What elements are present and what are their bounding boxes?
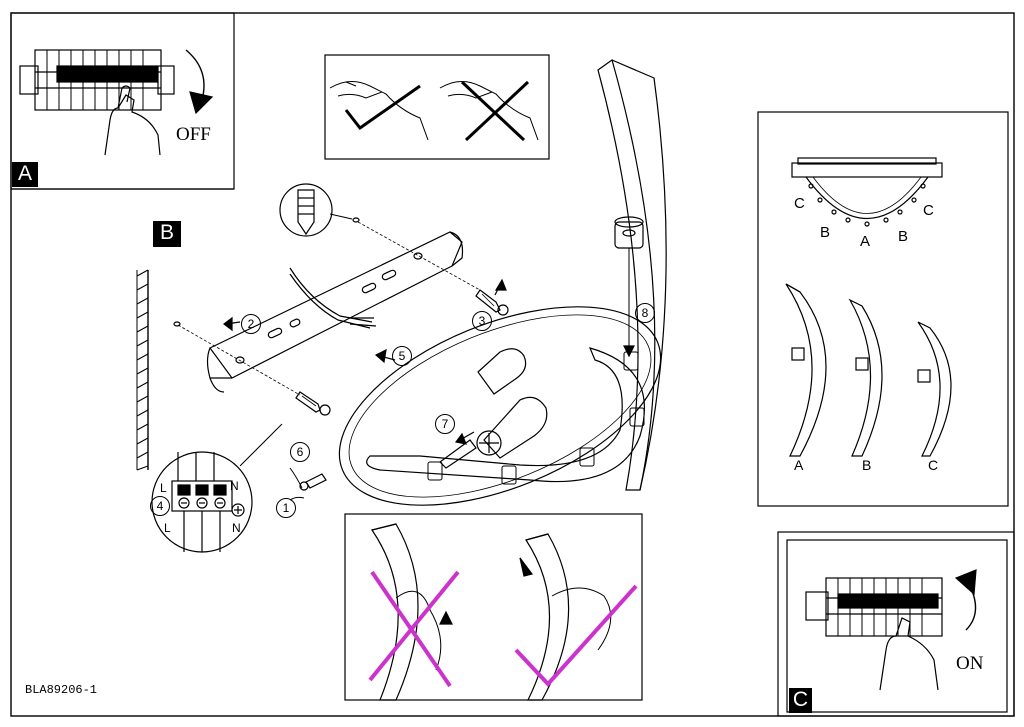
panel-b-badge: B <box>153 221 181 247</box>
panel-c-breaker-drawing <box>805 569 977 691</box>
panel-c-outer-frame <box>777 531 1015 717</box>
step-7: 7 <box>435 414 455 434</box>
bracket-label-b-left: B <box>820 224 831 241</box>
handling-hands <box>329 80 539 142</box>
insertion-drawing <box>368 523 638 701</box>
off-label: OFF <box>176 124 211 145</box>
step-3: 3 <box>472 311 492 331</box>
bracket-label-a: A <box>860 233 871 250</box>
mounting-bracket <box>206 231 464 393</box>
screw-lower <box>295 391 331 416</box>
terminal-block-detail <box>151 423 283 553</box>
step-2: 2 <box>241 314 261 334</box>
dowel-detail <box>173 183 481 396</box>
step-1: 1 <box>276 498 296 518</box>
step-4: 4 <box>150 496 170 516</box>
wall-hatching <box>136 269 149 471</box>
terminal-label-l-bottom: L <box>164 521 171 535</box>
glass-variants-frame <box>757 111 1009 507</box>
document-code: BLA89206-1 <box>25 683 98 697</box>
glass-variants-drawing <box>785 157 952 457</box>
on-label: ON <box>956 653 984 674</box>
terminal-label-n-top: N <box>230 479 239 493</box>
step-arrows <box>223 278 507 445</box>
step-5: 5 <box>392 346 412 366</box>
terminal-label-n-bottom: N <box>232 521 241 535</box>
lamp-body <box>289 59 667 506</box>
bracket-label-c-left: C <box>794 195 805 212</box>
screw-upper <box>475 289 509 316</box>
shade-label-a: A <box>794 457 804 473</box>
panel-c-badge: C <box>789 688 812 713</box>
shade-label-c: C <box>928 457 939 473</box>
page-frame <box>10 12 1015 717</box>
panel-a-breaker-drawing <box>19 49 214 156</box>
bracket-label-b-right: B <box>898 228 909 245</box>
panel-a-badge: A <box>12 162 38 187</box>
handling-frame <box>324 54 550 160</box>
insertion-frame <box>344 513 643 701</box>
step-8: 8 <box>635 303 655 323</box>
step-6: 6 <box>290 442 310 462</box>
terminal-label-l-top: L <box>160 481 167 495</box>
shade-label-b: B <box>862 457 872 473</box>
panel-c-frame <box>786 539 1008 713</box>
bracket-label-c-right: C <box>923 202 934 219</box>
